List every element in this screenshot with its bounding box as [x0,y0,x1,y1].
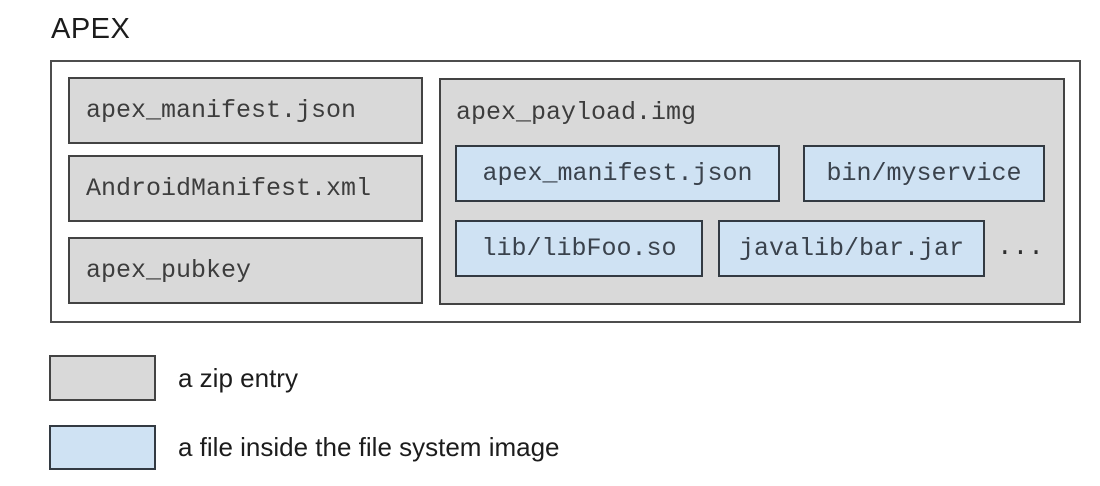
zip-entry-apex-manifest-json: apex_manifest.json [68,77,423,144]
legend-label: a file inside the file system image [178,432,560,462]
legend-item-fs-image-file: a file inside the file system image [49,425,560,470]
legend-item-zip-entry: a zip entry [49,355,298,401]
zip-entry-android-manifest-xml: AndroidManifest.xml [68,155,423,222]
diagram-title: APEX [51,13,131,45]
legend-label: a zip entry [178,362,298,393]
fs-file-label: lib/libFoo.so [481,234,677,263]
zip-entry-swatch [49,355,156,401]
payload-image-box: apex_payload.img apex_manifest.json bin/… [439,78,1065,305]
apex-container-box: apex_manifest.json AndroidManifest.xml a… [50,60,1081,323]
zip-entry-label: AndroidManifest.xml [86,174,372,203]
fs-file-lib-libfoo-so: lib/libFoo.so [455,220,703,277]
zip-entry-apex-pubkey: apex_pubkey [68,237,423,304]
more-files-ellipsis: ... [997,232,1044,262]
fs-image-file-swatch [49,425,156,470]
fs-file-label: apex_manifest.json [482,159,753,188]
fs-file-bin-myservice: bin/myservice [803,145,1045,202]
fs-file-apex-manifest-json: apex_manifest.json [455,145,780,202]
zip-entry-label: apex_pubkey [86,256,252,285]
fs-file-label: javalib/bar.jar [738,234,965,263]
zip-entry-label: apex_manifest.json [86,96,357,125]
payload-image-label: apex_payload.img [456,98,697,127]
fs-file-javalib-bar-jar: javalib/bar.jar [718,220,985,277]
fs-file-label: bin/myservice [826,159,1022,188]
